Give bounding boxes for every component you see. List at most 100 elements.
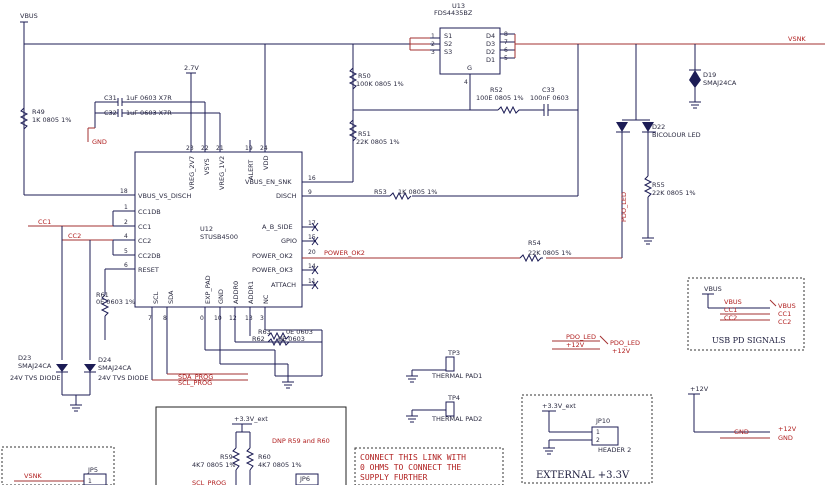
d23-ref: D23 [18, 354, 31, 362]
pd-vbus-out: VBUS [778, 302, 796, 310]
svg-text:GPIO: GPIO [281, 237, 297, 245]
r49-ref: R49 [32, 108, 45, 116]
cc1-label: CC1 [38, 218, 51, 226]
usb-pd-signals-title: USB PD SIGNALS [712, 336, 786, 345]
link-note-box [354, 447, 504, 485]
pd-cc1-out: CC1 [778, 310, 791, 318]
svg-text:VSYS: VSYS [203, 158, 211, 175]
r63-ref: R63 [258, 328, 271, 336]
c33-ref: C33 [542, 86, 555, 94]
pdo-led-port-out: PDO_LED [610, 339, 640, 347]
svg-text:D3: D3 [486, 40, 495, 48]
svg-text:13: 13 [245, 315, 253, 322]
svg-text:1: 1 [124, 204, 128, 211]
cc2-label: CC2 [68, 232, 81, 240]
r49-val: 1K 0805 1% [32, 116, 71, 124]
svg-text:3: 3 [260, 315, 264, 322]
d23-diode [56, 364, 68, 395]
svg-text:POWER_OK3: POWER_OK3 [252, 266, 293, 274]
vsnk-rail-label: VSNK [788, 35, 806, 43]
pd-cc2-out: CC2 [778, 318, 791, 326]
p3v3-ext-mid: +3.3V_ext [234, 415, 268, 423]
gnd-symbol-tvs [62, 394, 90, 412]
r54-resistor [519, 253, 543, 263]
svg-text:A_B_SIDE: A_B_SIDE [262, 223, 293, 231]
r60-ref: R60 [258, 453, 271, 461]
jp5-ref: JP5 [87, 466, 98, 474]
svg-text:6: 6 [124, 262, 128, 269]
jp5-header [83, 473, 107, 485]
r53-ref: R53 [374, 188, 387, 196]
vbus-label: VBUS [20, 12, 38, 20]
c32-val: 1uF 0603 X7R [126, 109, 172, 117]
svg-text:24: 24 [260, 145, 268, 152]
svg-text:VBUS_EN_SNK: VBUS_EN_SNK [245, 178, 292, 186]
d24-val: SMAJ24CA [98, 364, 132, 372]
svg-text:POWER_OK2: POWER_OK2 [252, 252, 293, 260]
power-ok2-net: POWER_OK2 [324, 249, 365, 257]
r62-val: 0E 0603 [278, 335, 305, 343]
d24-diode [84, 364, 96, 395]
r62-resistor [267, 337, 290, 347]
c32-ref: C32 [104, 109, 117, 117]
u12-right-pins: VBUS_EN_SNK 16 DISCH 9 A_B_SIDE 17 GPIO … [245, 175, 380, 289]
svg-text:SCL: SCL [152, 291, 160, 304]
pd-cc1-in: CC1 [724, 306, 737, 314]
svg-text:19: 19 [245, 145, 253, 152]
jp5-pin1: 1 [88, 478, 92, 485]
svg-text:S3: S3 [444, 48, 452, 56]
pd-vbus-label: VBUS [704, 285, 722, 293]
svg-text:ALERT: ALERT [247, 160, 255, 180]
link-note-line1: CONNECT THIS LINK WITH [360, 453, 466, 462]
svg-text:12: 12 [229, 315, 237, 322]
r53-resistor [389, 191, 412, 201]
r59-ref: R59 [220, 453, 233, 461]
r51-val: 22K 0805 1% [356, 138, 400, 146]
svg-text:ADDR1: ADDR1 [247, 281, 255, 304]
r53-val: 1K 0805 1% [398, 188, 437, 196]
r52-val: 100E 0805 1% [476, 94, 524, 102]
svg-text:GND: GND [217, 289, 225, 304]
c31-val: 1uF 0603 X7R [126, 94, 172, 102]
gnd-port-label: GND [734, 428, 749, 436]
tp3-ref: TP3 [447, 349, 460, 357]
tp3-val: THERMAL PAD1 [431, 372, 482, 380]
svg-text:22: 22 [201, 145, 209, 152]
dnp-note: DNP R59 and R60 [272, 437, 330, 445]
prog-pullup-box [155, 406, 347, 485]
r54-ref: R54 [528, 239, 541, 247]
r49-resistor [19, 107, 29, 130]
r63-val: 0E 0603 [286, 328, 313, 336]
d19-ref: D19 [703, 71, 716, 79]
svg-text:0: 0 [200, 315, 204, 322]
svg-text:NC: NC [262, 294, 270, 304]
r62-ref: R62 [252, 335, 265, 343]
r59-resistor [231, 447, 241, 471]
svg-text:VDD: VDD [262, 156, 270, 170]
gnd-label: GND [92, 138, 107, 146]
r60-resistor [245, 447, 255, 471]
svg-text:20: 20 [308, 249, 316, 256]
d22-val: BICOLOUR LED [652, 131, 701, 139]
d24-ref: D24 [98, 356, 111, 364]
vsnk-jp5-box [1, 446, 115, 485]
d23-desc: 24V TVS DIODE [10, 374, 61, 382]
tp4-val: THERMAL PAD2 [431, 415, 482, 423]
r55-ref: R55 [652, 181, 665, 189]
r50-ref: R50 [358, 72, 371, 80]
pd-cc2-in: CC2 [724, 314, 737, 322]
pdo-led-vertical: PDO_LED [620, 192, 628, 222]
external-3v3-title: EXTERNAL +3.3V [536, 470, 630, 481]
svg-text:3: 3 [431, 49, 435, 56]
p12v-port: +12V [566, 341, 585, 349]
r54-val: 22K 0805 1% [528, 249, 572, 257]
jp10-val: HEADER 2 [598, 446, 631, 454]
svg-text:1: 1 [431, 33, 435, 40]
r52-resistor [497, 105, 525, 115]
svg-text:VREG_1V2: VREG_1V2 [218, 156, 226, 190]
jp6-ref: JP6 [299, 475, 310, 483]
svg-text:ATTACH: ATTACH [271, 281, 296, 289]
svg-text:4: 4 [464, 79, 468, 86]
c33-val: 100nF 0603 [530, 94, 569, 102]
svg-text:ADDR0: ADDR0 [232, 281, 240, 304]
